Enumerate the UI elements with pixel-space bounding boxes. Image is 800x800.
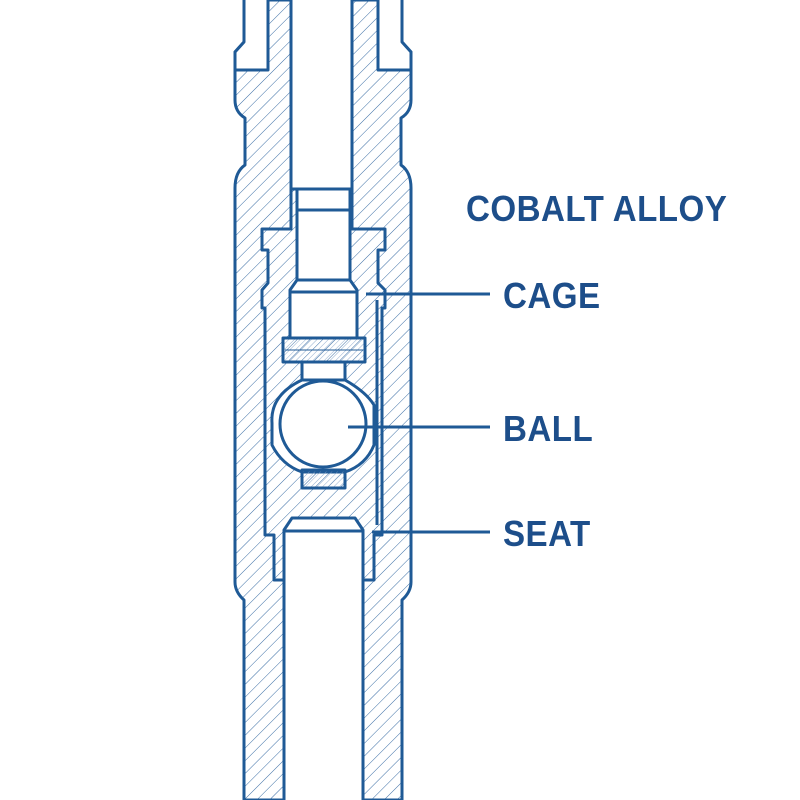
material-title: COBALT ALLOY [466, 188, 728, 229]
cage-label: CAGE [503, 275, 601, 316]
cage-passage [288, 278, 359, 340]
ball [278, 379, 368, 469]
top-left-groove [233, 0, 270, 72]
upper-bore [289, 0, 354, 191]
seat [282, 516, 365, 800]
ball-label: BALL [503, 408, 594, 449]
cage-chamber [260, 189, 387, 582]
cage-plug [295, 187, 352, 282]
ball-support [300, 468, 347, 490]
top-right-groove [376, 0, 413, 72]
seat-label: SEAT [503, 513, 591, 554]
